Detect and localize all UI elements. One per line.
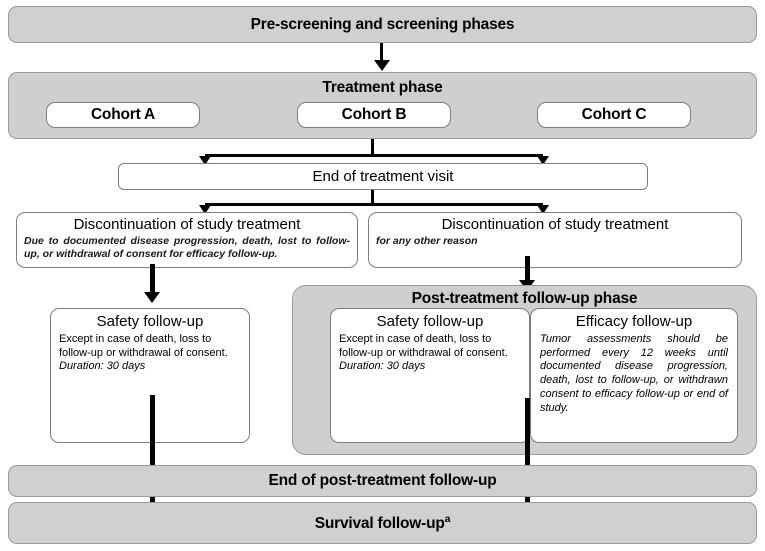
cohort-c-box[interactable]: Cohort C xyxy=(537,102,691,128)
connector-efficacy-to-survival xyxy=(524,398,530,519)
connector-treatment-crossbar xyxy=(205,154,543,157)
safety-followup-left-heading: Safety follow-up xyxy=(96,313,204,330)
connector-left-discontinuation-to-safety xyxy=(149,264,155,296)
survival-followup-text: Survival follow-up xyxy=(314,515,445,533)
connector-right-discontinuation-to-post xyxy=(524,256,530,284)
arrow-visit-right xyxy=(537,205,549,214)
end-of-treatment-visit-label: End of treatment visit xyxy=(312,168,454,185)
connector-treatment-stem xyxy=(371,139,374,157)
post-treatment-efficacy-heading: Efficacy follow-up xyxy=(575,313,693,330)
connector-safety-left-to-survival xyxy=(149,395,155,519)
survival-followup-bar: Survival follow-upa xyxy=(8,502,757,544)
end-of-post-treatment-bar: End of post-treatment follow-up xyxy=(8,465,757,497)
discontinuation-left-heading: Discontinuation of study treatment xyxy=(73,216,301,233)
end-of-post-treatment-label: End of post-treatment follow-up xyxy=(268,472,497,489)
connector-visit-crossbar xyxy=(205,203,543,206)
safety-followup-left-box: Safety follow-up Except in case of death… xyxy=(50,308,250,443)
discontinuation-right-detail: for any other reason xyxy=(376,234,478,247)
arrow-visit-left xyxy=(199,205,211,214)
cohort-c-label: Cohort C xyxy=(581,106,647,123)
survival-footnote-marker: a xyxy=(444,512,451,525)
discontinuation-right-box: Discontinuation of study treatment for a… xyxy=(368,212,742,268)
connector-prescreening-to-treatment xyxy=(380,43,383,62)
prescreening-phase-label: Pre-screening and screening phases xyxy=(250,15,515,33)
arrow-prescreening-to-treatment xyxy=(373,60,390,71)
arrow-left-discontinuation-to-safety xyxy=(144,292,160,303)
post-treatment-safety-duration: Duration: 30 days xyxy=(339,360,426,373)
cohort-b-label: Cohort B xyxy=(341,106,407,123)
arrow-treatment-left xyxy=(199,156,211,165)
post-treatment-phase-label: Post-treatment follow-up phase xyxy=(411,290,638,307)
post-treatment-efficacy-box: Efficacy follow-up Tumor assessments sho… xyxy=(530,308,738,443)
cohort-b-box[interactable]: Cohort B xyxy=(297,102,451,128)
safety-followup-left-duration: Duration: 30 days xyxy=(59,360,146,373)
cohort-a-label: Cohort A xyxy=(90,106,156,123)
safety-followup-left-body: Except in case of death, loss to follow-… xyxy=(59,332,228,359)
end-of-treatment-visit-box: End of treatment visit xyxy=(118,163,648,190)
post-treatment-efficacy-body: Tumor assessments should be performed ev… xyxy=(540,332,728,414)
discontinuation-left-detail: Due to documented disease progression, d… xyxy=(24,234,350,260)
post-treatment-safety-heading: Safety follow-up xyxy=(376,313,484,330)
arrow-treatment-right xyxy=(537,156,549,165)
prescreening-phase-bar: Pre-screening and screening phases xyxy=(8,6,757,43)
discontinuation-left-box: Discontinuation of study treatment Due t… xyxy=(16,212,358,268)
connector-visit-stem xyxy=(371,190,374,206)
cohort-a-box[interactable]: Cohort A xyxy=(46,102,200,128)
treatment-phase-label: Treatment phase xyxy=(322,79,443,96)
post-treatment-safety-body: Except in case of death, loss to follow-… xyxy=(339,332,508,359)
discontinuation-right-heading: Discontinuation of study treatment xyxy=(441,216,669,233)
post-treatment-safety-box: Safety follow-up Except in case of death… xyxy=(330,308,530,443)
survival-followup-label: Survival follow-upa xyxy=(315,513,451,533)
